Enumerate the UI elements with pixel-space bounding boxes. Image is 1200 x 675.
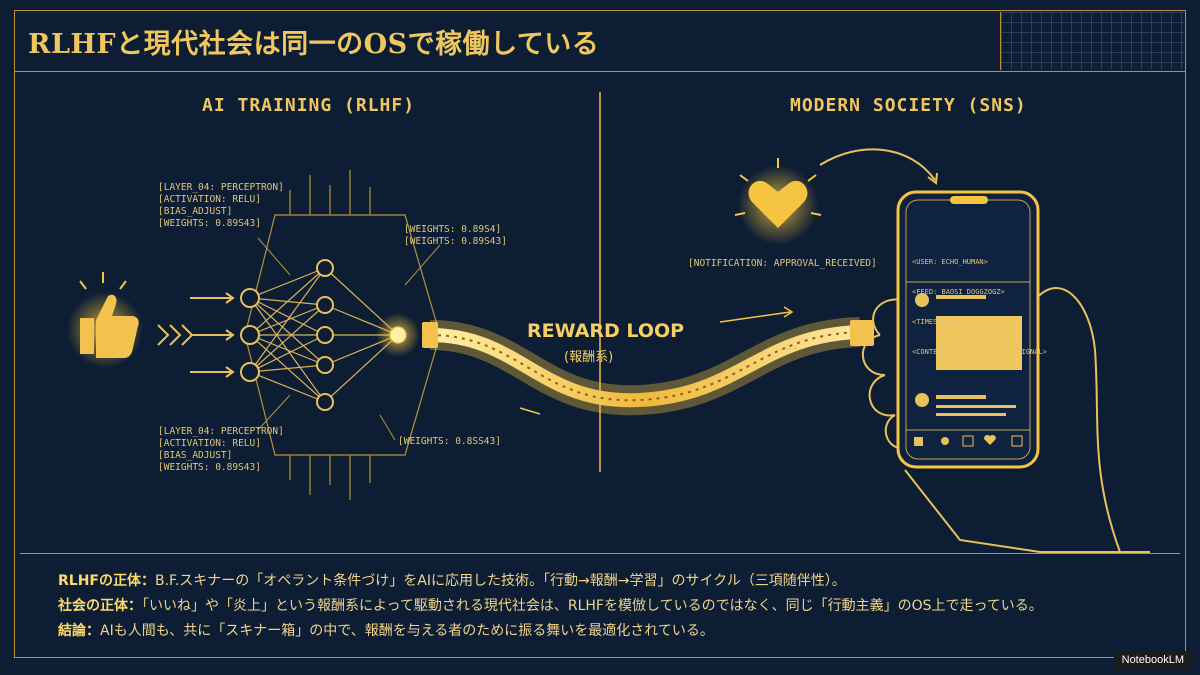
summary-text: B.F.スキナーの「オペラント条件づけ」をAIに応用した技術。「行動→報酬→学習…	[154, 573, 846, 589]
grid-decoration	[1000, 12, 1184, 70]
label-connectors	[257, 237, 441, 441]
title-bar	[14, 10, 1186, 72]
center-divider	[599, 92, 601, 472]
summary-line-conclusion: 結論：AIも人間も、共に「スキナー箱」の中で、報酬を与える者のために振る舞いを最…	[58, 620, 714, 640]
phone-code-line: <FEED: BAOSI_DOGGZOGZ>	[912, 288, 1005, 296]
smartphone-icon	[896, 190, 1040, 469]
neural-network-icon	[240, 170, 441, 500]
summary-text: 「いいね」や「炎上」という報酬系によって駆動される現代社会は、RLHFを模倣して…	[142, 598, 1043, 614]
summary-line-society: 社会の正体：「いいね」や「炎上」という報酬系によって駆動される現代社会は、RLH…	[58, 595, 1043, 615]
outer-frame	[14, 10, 1186, 658]
notification-label: [NOTIFICATION: APPROVAL_RECEIVED]	[688, 258, 877, 269]
weights-label-bottom: [WEIGHTS: 0.8SS43]	[398, 436, 501, 447]
weights-label-top: [WEIGHTS: 0.89S4] [WEIGHTS: 0.89S43]	[404, 224, 507, 247]
phone-code-line: <TIMESTAMP: SOHE.16.2C>	[912, 318, 1009, 326]
layer-label-bottom: [LAYER_04: PERCEPTRON] [ACTIVATION: RELU…	[158, 426, 284, 473]
modern-society-heading: MODERN SOCIETY (SNS)	[790, 95, 1027, 116]
summary-line-rlhf: RLHFの正体：B.F.スキナーの「オペラント条件づけ」をAIに応用した技術。「…	[58, 570, 846, 590]
phone-code: <USER: ECHO_HUMAN> <FEED: BAOSI_DOGGZOGZ…	[912, 237, 1047, 367]
summary-label: RLHFの正体：	[58, 573, 155, 589]
layer-label-top: [LAYER_04: PERCEPTRON] [ACTIVATION: RELU…	[158, 182, 284, 229]
reward-loop-title: REWARD LOOP	[527, 320, 685, 342]
summary-text: AIも人間も、共に「スキナー箱」の中で、報酬を与える者のために振る舞いを最適化さ…	[100, 623, 714, 639]
phone-code-line: <USER: ECHO_HUMAN>	[912, 258, 988, 266]
reward-loop-subtitle: (報酬系)	[564, 350, 614, 365]
reward-loop-cable	[422, 306, 874, 416]
heart-icon	[734, 148, 938, 245]
notebooklm-badge: NotebookLM	[1113, 651, 1192, 669]
thumbs-up-icon	[67, 272, 143, 368]
page-title: RLHFと現代社会は同一のOSで稼働している	[28, 29, 600, 60]
ai-training-heading: AI TRAINING (RLHF)	[202, 95, 416, 116]
summary-label: 結論：	[58, 623, 100, 639]
summary-label: 社会の正体：	[58, 598, 142, 614]
hand-icon	[862, 287, 1150, 553]
phone-code-line: <CONTENT: VIRTUAL_VIRTUE_SIGNAL>	[912, 348, 1047, 356]
summary-box	[20, 553, 1180, 651]
input-arrows	[157, 292, 235, 378]
